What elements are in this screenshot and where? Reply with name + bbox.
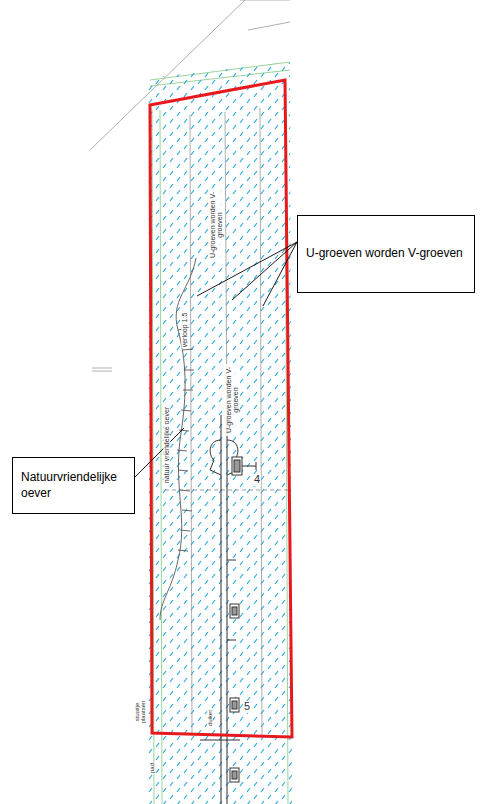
drawing-annotation: duiker	[207, 709, 213, 727]
drawing-annotation: 4	[253, 474, 261, 486]
hatched-area	[148, 60, 293, 804]
callout-box: Natuurvriendelijke oever	[12, 457, 135, 514]
drawing-annotation: 5	[243, 701, 251, 713]
callout-text: U-groeven worden V-groeven	[306, 246, 463, 262]
drawing-annotation: U-groeven worden V-groeven	[225, 364, 240, 436]
project-boundary	[150, 80, 292, 737]
natural-bank	[160, 258, 196, 620]
drawing-annotation: stuwtje plaatsen	[134, 694, 147, 730]
small-symbol	[92, 368, 112, 371]
callout-box: U-groeven worden V-groeven	[297, 215, 475, 293]
culvert-structure	[200, 415, 256, 804]
trench-lines	[190, 108, 262, 735]
callout-text: Natuurvriendelijke oever	[21, 470, 126, 501]
drawing-annotation: natuur vriendelijke oever	[163, 406, 170, 484]
drawing-annotation: pad	[149, 762, 155, 774]
drawing-annotation: verloop 1:5	[181, 312, 188, 349]
drawing-annotation: U-groeven worden V-groeven	[209, 189, 224, 261]
leader-lines	[135, 242, 297, 477]
